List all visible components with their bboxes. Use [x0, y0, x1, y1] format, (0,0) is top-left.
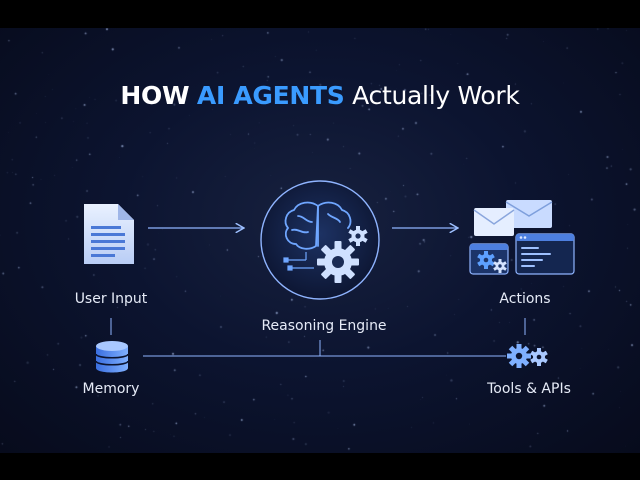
- document-icon: [84, 204, 134, 264]
- page-title: HOW AI AGENTS Actually Work: [0, 81, 640, 110]
- connector-lines: [110, 28, 526, 357]
- user-input-label: User Input: [74, 291, 148, 307]
- database-icon: [95, 341, 129, 373]
- brain-gear-icon: [260, 180, 380, 300]
- title-actually-work: Actually Work: [352, 81, 520, 110]
- diagram-canvas: HOW AI AGENTS Actually Work User Inp: [0, 28, 640, 453]
- gears-icon: [507, 344, 548, 368]
- memory-label: Memory: [82, 381, 140, 397]
- actions-label: Actions: [499, 291, 551, 307]
- email-browser-icon: [469, 200, 575, 275]
- title-ai-agents: AI AGENTS: [196, 81, 345, 110]
- reasoning-engine-label: Reasoning Engine: [261, 318, 387, 334]
- tools-apis-label: Tools & APIs: [487, 381, 571, 397]
- title-how: HOW: [120, 81, 190, 110]
